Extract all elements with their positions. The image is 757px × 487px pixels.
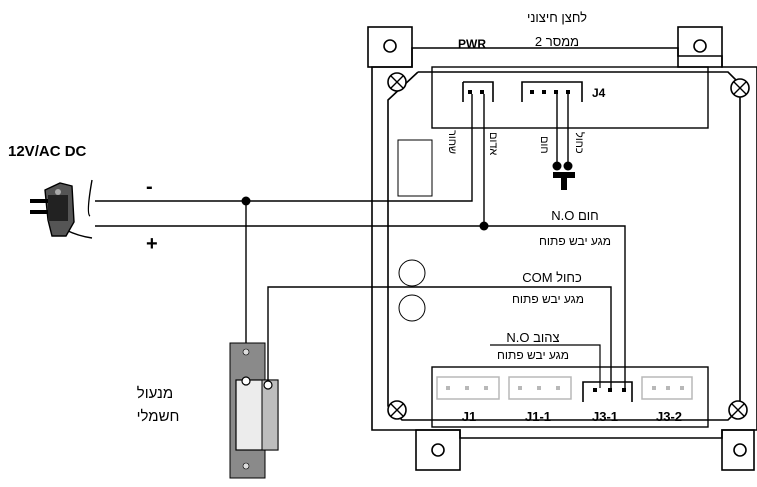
power-adapter-icon (30, 179, 93, 239)
top-board (431, 66, 709, 129)
screw-top-left (387, 72, 407, 92)
j1-label: J1 (462, 409, 476, 424)
no-yellow-label-line1: N.O צהוב (506, 330, 559, 345)
supply-label: 12V/AC DC (8, 143, 87, 160)
board-component-circle-1 (398, 259, 426, 287)
pwr-label: PWR (458, 37, 486, 51)
j1-connector (436, 376, 500, 400)
button-label-line1: לחצן חיצוני (527, 10, 587, 25)
lock-label-line2: חשמלי (137, 408, 180, 425)
no-brown-label-line1: N.O חום (551, 208, 599, 223)
board-component-circle-2 (398, 294, 426, 322)
pwr-connector (462, 81, 494, 102)
lock-label-line1: מנעול (137, 385, 173, 402)
j1-1-label: J1-1 (525, 409, 551, 424)
bottom-board (431, 366, 709, 428)
wire-brown-label: חום (538, 136, 550, 154)
wire-red-label: אדום (487, 132, 499, 155)
screw-bottom-right (728, 400, 748, 420)
j3-2-label: J3-2 (656, 409, 682, 424)
no-yellow-label-line2: מגע יבש פתוח (497, 348, 569, 362)
wire-plus (95, 225, 626, 388)
com-blue-label-line1: COM כחול (522, 270, 582, 285)
board-component-rect (397, 139, 433, 197)
screw-bottom-left (387, 400, 407, 420)
controller-enclosure (367, 26, 757, 471)
j1-1-connector (508, 376, 572, 400)
j3-1-connector (582, 381, 633, 402)
wire-blue-label: כחול (573, 132, 586, 154)
no-yellow-leader (490, 344, 601, 388)
electric-lock-icon (229, 342, 279, 479)
plus-label: + (146, 233, 158, 255)
push-button-icon (552, 161, 575, 190)
minus-label: - (146, 176, 153, 198)
j3-1-label: J3-1 (592, 409, 618, 424)
wire-black-label: שחור (446, 130, 458, 154)
junction-minus (241, 196, 251, 206)
screw-top-right (730, 78, 750, 98)
junction-plus (479, 221, 489, 231)
j4-label: J4 (592, 86, 606, 100)
j3-2-connector (641, 376, 693, 400)
com-blue-label-line2: מגע יבש פתוח (512, 292, 584, 306)
no-brown-label-line2: מגע יבש פתוח (539, 234, 611, 248)
j4-connector (521, 81, 583, 102)
wire-com-blue (267, 286, 612, 388)
wire-minus (95, 94, 473, 202)
button-label-line2: ממסר 2 (535, 34, 579, 49)
